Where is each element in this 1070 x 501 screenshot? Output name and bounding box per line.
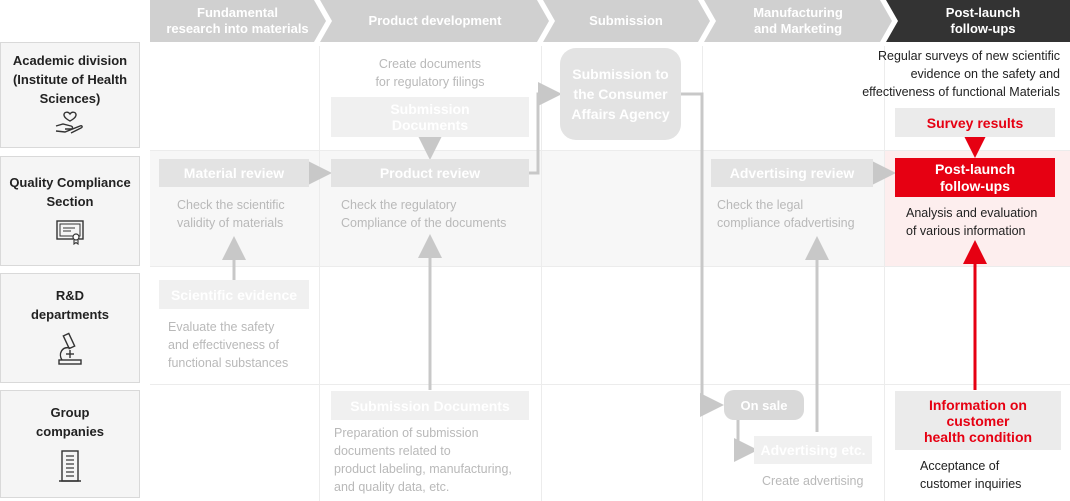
row-label-quality-compliance: Quality Compliance Section: [0, 156, 140, 266]
row-label-text: R&D departments: [30, 288, 110, 322]
submission-documents-box-academic: Submission Documents: [331, 97, 529, 137]
survey-results-box: Survey results: [895, 108, 1055, 137]
product-review-note: Check the regulatory Compliance of the d…: [341, 198, 507, 230]
submission-consumer-affairs-box: Submission to the Consumer Affairs Agenc…: [560, 48, 681, 140]
row-label-rnd-departments: R&D departments: [0, 273, 140, 383]
column-divider: [319, 46, 320, 501]
on-sale-box: On sale: [724, 390, 804, 420]
stage-product-development: Product development: [368, 13, 502, 28]
scientific-evidence-note: Evaluate the safety and effectiveness of…: [168, 320, 289, 370]
certificate-icon: [56, 220, 84, 245]
row-divider: [150, 384, 1070, 385]
stage-submission: Submission: [589, 13, 663, 28]
post-launch-note: Analysis and evaluation of various infor…: [906, 206, 1038, 238]
advertising-review-note: Check the legal compliance ofadvertising: [717, 198, 855, 230]
microscope-icon: [58, 332, 82, 365]
building-icon: [59, 450, 81, 482]
row-label-academic-division: Academic division (Institute of Health S…: [0, 42, 140, 148]
heart-hand-icon: [55, 111, 83, 134]
advertising-etc-box: Advertising etc.: [754, 436, 872, 464]
customer-health-info-box: Information on customer health condition: [895, 391, 1061, 450]
row-label-text: Quality Compliance Section: [9, 175, 131, 209]
product-review-box: Product review: [331, 159, 529, 187]
advertising-note: Create advertising: [762, 474, 864, 488]
row-label-text: Academic division (Institute of Health S…: [12, 53, 128, 106]
row-divider: [150, 150, 1070, 151]
material-review-box: Material review: [159, 159, 309, 187]
stage-post-launch: Post-launch follow-ups: [945, 5, 1021, 36]
stage-fundamental-research: Fundamental research into materials: [166, 5, 309, 36]
submission-documents-note: Preparation of submission documents rela…: [334, 426, 512, 494]
column-divider: [884, 46, 885, 501]
stage-manufacturing-marketing: Manufacturing and Marketing: [753, 5, 843, 36]
customer-inquiries-note: Acceptance of customer inquiries: [920, 459, 1022, 491]
create-documents-note: Create documents for regulatory filings: [375, 57, 485, 89]
scientific-evidence-box: Scientific evidence: [159, 280, 309, 309]
column-divider: [541, 46, 542, 501]
stage-chevrons: [150, 0, 1070, 42]
row-label-text: Group companies: [36, 405, 104, 439]
submission-documents-box-group: Submission Documents: [331, 391, 529, 420]
row-divider: [150, 266, 1070, 267]
material-review-note: Check the scientific validity of materia…: [177, 198, 285, 230]
post-launch-followups-box: Post-launch follow-ups: [895, 158, 1055, 197]
row-label-group-companies: Group companies: [0, 390, 140, 498]
advertising-review-box: Advertising review: [711, 159, 873, 187]
regular-surveys-note: Regular surveys of new scientific eviden…: [862, 49, 1060, 99]
